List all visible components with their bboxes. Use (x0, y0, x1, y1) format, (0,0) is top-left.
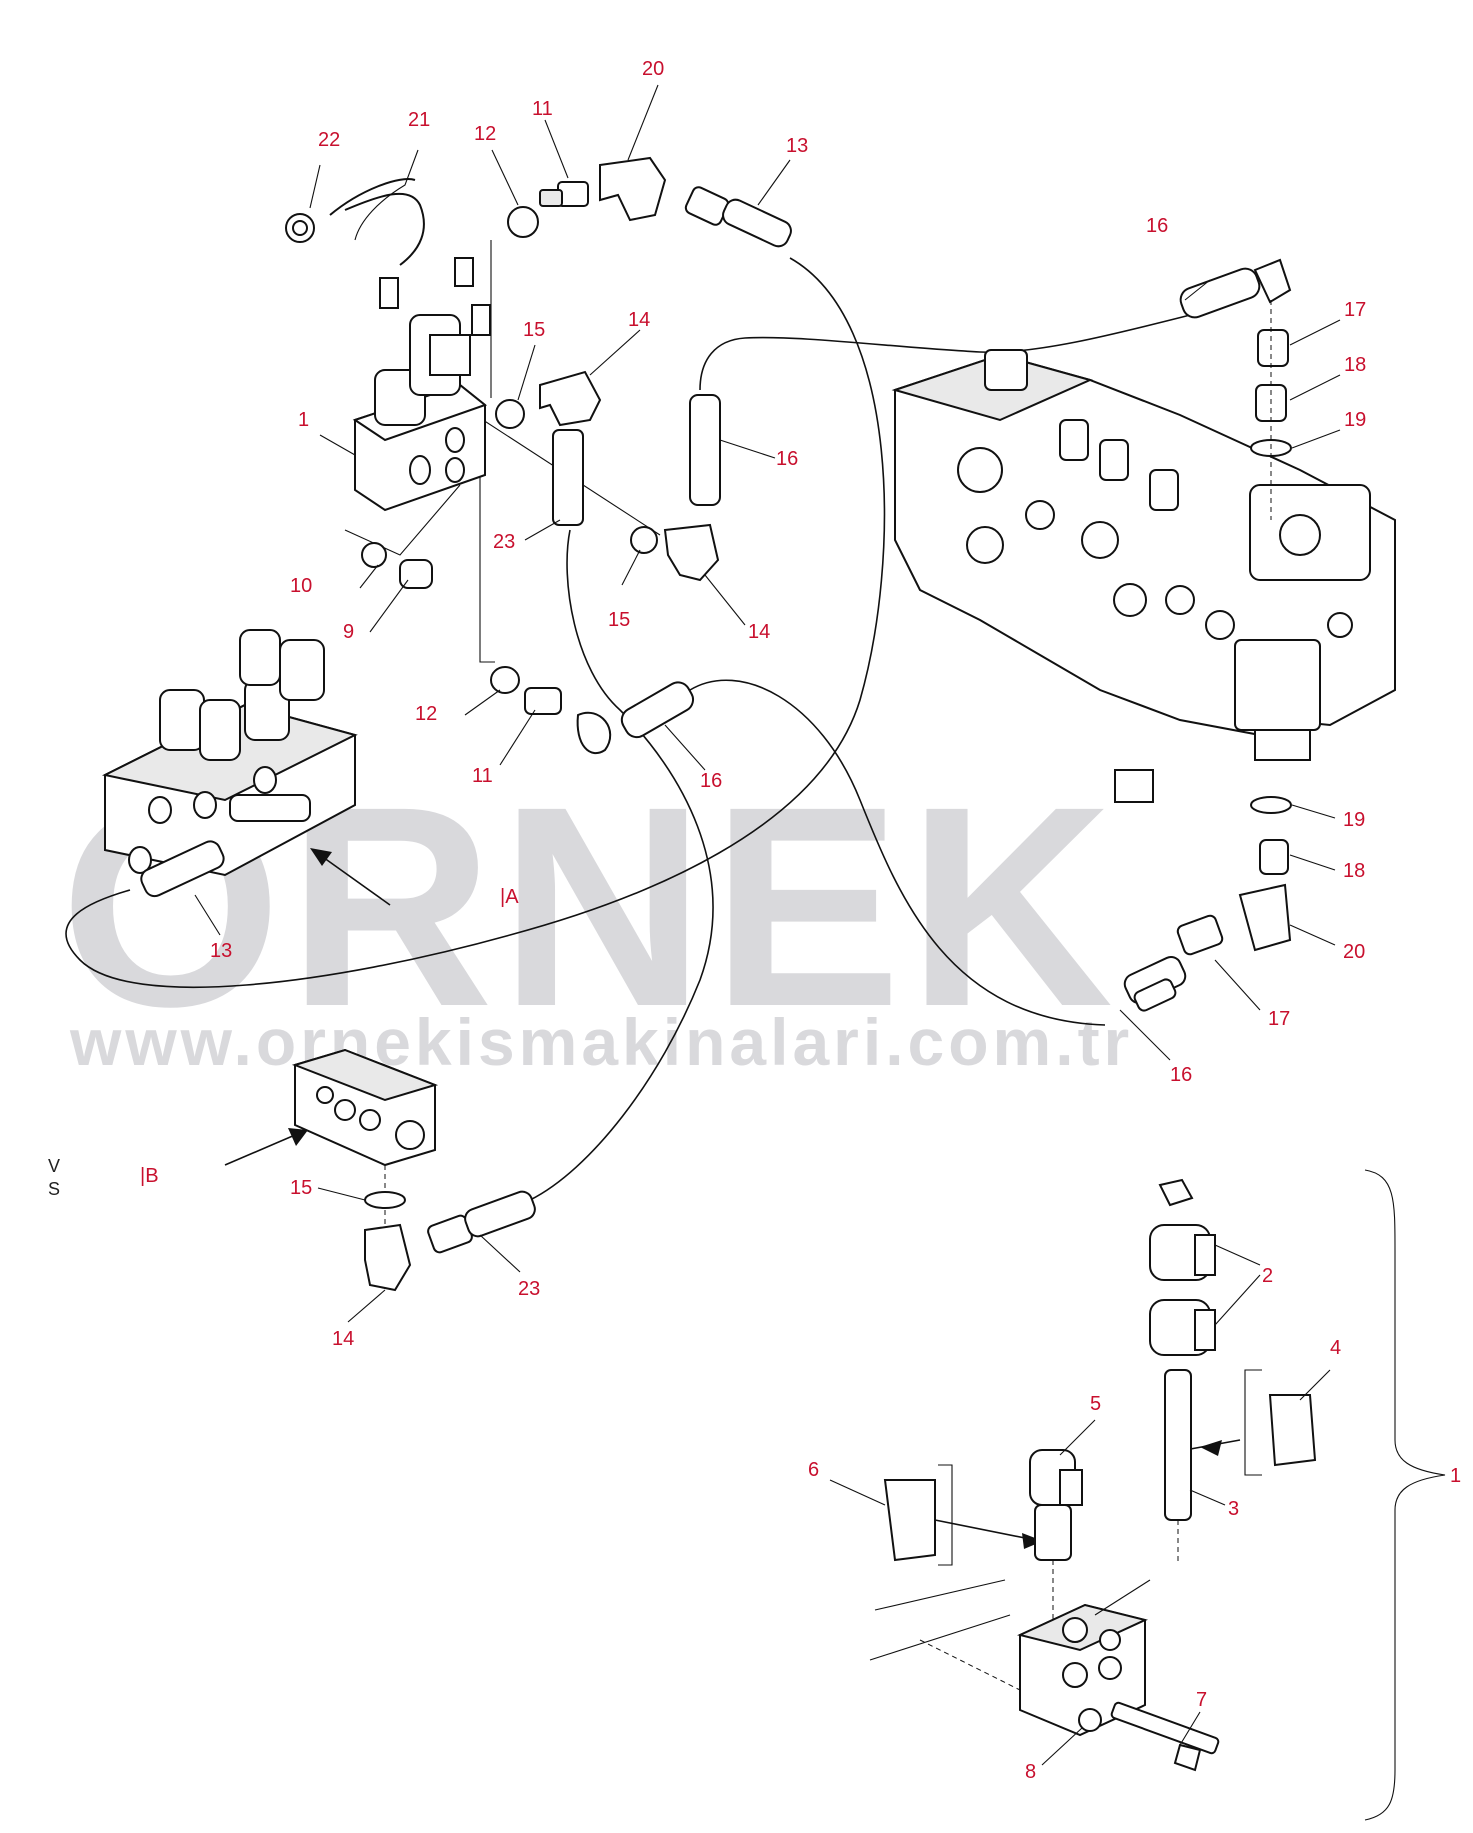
callout-23: 23 (518, 1278, 540, 1300)
callout-15: 15 (290, 1177, 312, 1199)
callout-15: 15 (523, 319, 545, 341)
callout-labels: 22 21 12 11 20 13 16 17 18 19 15 14 1 16… (210, 58, 1461, 1783)
callout-22: 22 (318, 129, 340, 151)
watermark-url: www.ornekismakinalari.com.tr (69, 1005, 1133, 1079)
hose-16-upper (699, 309, 1211, 391)
callout-10: 10 (290, 575, 312, 597)
callout-13: 13 (786, 135, 808, 157)
view-mark-b: |B (140, 1165, 159, 1187)
exploded-solenoid-valve (869, 1169, 1446, 1821)
callout-14: 14 (628, 309, 650, 331)
callout-20: 20 (1343, 941, 1365, 963)
callout-4: 4 (1330, 1337, 1341, 1359)
callout-14: 14 (332, 1328, 354, 1350)
callout-6: 6 (808, 1459, 819, 1481)
callout-1: 1 (1450, 1465, 1461, 1487)
callout-11: 11 (472, 765, 493, 787)
callout-13: 13 (210, 940, 232, 962)
fittings-right (1123, 258, 1292, 1012)
callout-16: 16 (1170, 1064, 1192, 1086)
view-arrows (224, 848, 1241, 1549)
fittings-top (361, 156, 792, 755)
callout-8: 8 (1025, 1761, 1036, 1783)
callout-16: 16 (1146, 215, 1168, 237)
callout-11: 11 (532, 98, 553, 120)
callout-2: 2 (1262, 1265, 1273, 1287)
leader-line-b (479, 420, 495, 663)
callout-5: 5 (1090, 1393, 1101, 1415)
callout-19: 19 (1343, 809, 1365, 831)
callout-1: 1 (298, 409, 309, 431)
control-valve-bank (891, 349, 1396, 803)
side-text-v: V (48, 1156, 60, 1176)
callout-17: 17 (1268, 1008, 1290, 1030)
hose-13 (65, 257, 886, 988)
callout-15: 15 (608, 609, 630, 631)
callout-12: 12 (415, 703, 437, 725)
callout-12: 12 (474, 123, 496, 145)
hose-23 (529, 529, 714, 1201)
view-mark-a: |A (500, 886, 519, 908)
callout-16: 16 (776, 448, 798, 470)
callout-19: 19 (1344, 409, 1366, 431)
callout-23: 23 (493, 531, 515, 553)
callout-14: 14 (748, 621, 770, 643)
callout-7: 7 (1196, 1689, 1207, 1711)
hose-16-lower (689, 679, 1106, 1026)
callout-17: 17 (1344, 299, 1366, 321)
callout-18: 18 (1343, 860, 1365, 882)
callout-18: 18 (1344, 354, 1366, 376)
watermark: ORNEK www.ornekismakinalari.com.tr (60, 748, 1133, 1079)
callout-leaders (194, 84, 1341, 1766)
solenoid-valve-block (285, 178, 491, 512)
callout-9: 9 (343, 621, 354, 643)
pilot-manifold (101, 629, 358, 898)
side-text-s: S (48, 1179, 60, 1199)
callout-16: 16 (700, 770, 722, 792)
adapter-block (291, 1048, 536, 1292)
callout-21: 21 (408, 109, 430, 131)
leader-line-d (344, 484, 461, 556)
callout-3: 3 (1228, 1498, 1239, 1520)
callout-20: 20 (642, 58, 664, 80)
